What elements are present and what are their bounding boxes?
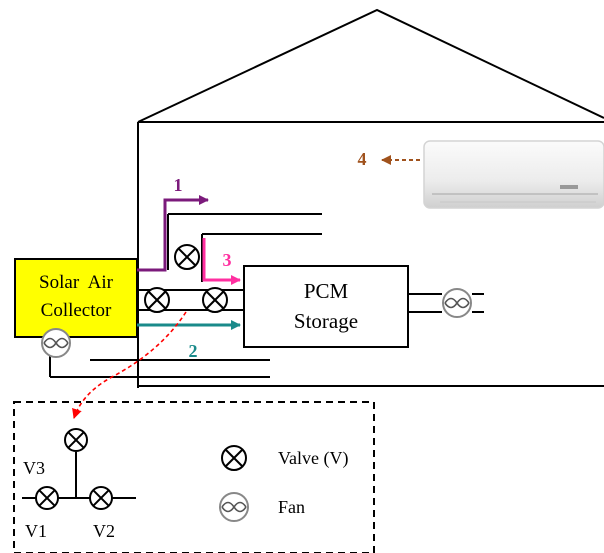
storage-label-line2: Storage xyxy=(294,309,358,333)
valve-icon xyxy=(202,287,228,313)
valve-icon xyxy=(89,486,113,510)
valve-icon xyxy=(35,486,59,510)
flow-1-arrow xyxy=(137,195,209,272)
flow-1-label: 1 xyxy=(174,175,183,195)
collector-label-line2: Collector xyxy=(41,300,112,321)
pcm-storage xyxy=(243,265,409,348)
legend-valve-icon xyxy=(221,445,247,471)
fan-icon xyxy=(41,328,71,358)
detail-connector-arrow xyxy=(72,311,187,419)
storage-label-line1: PCM xyxy=(304,279,349,303)
valve-v3-label: V3 xyxy=(23,458,45,478)
fan-icon xyxy=(442,288,472,318)
legend-valve-label: Valve (V) xyxy=(278,448,348,469)
flow-4-label: 4 xyxy=(358,149,367,169)
flow-3-label: 3 xyxy=(223,250,232,270)
collector-label-line1: Solar Air xyxy=(39,272,114,293)
flow-2-label: 2 xyxy=(189,341,198,361)
house-roof xyxy=(137,8,604,123)
solar-air-collector xyxy=(14,258,138,338)
flow-3-arrow xyxy=(202,238,241,285)
valve-icon xyxy=(144,287,170,313)
legend-fan-icon xyxy=(219,492,249,522)
valve-v2-label: V2 xyxy=(93,521,115,541)
legend-fan-label: Fan xyxy=(278,497,305,517)
legend-box xyxy=(13,401,375,553)
valve-icon xyxy=(174,244,200,270)
air-conditioner-icon xyxy=(423,140,604,209)
valve-icon xyxy=(64,428,88,452)
valve-v1-label: V1 xyxy=(25,521,47,541)
